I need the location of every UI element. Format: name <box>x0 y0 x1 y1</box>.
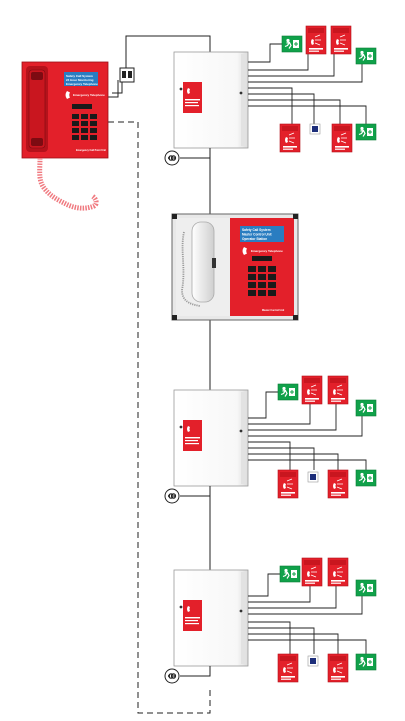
branch-wires <box>248 573 367 654</box>
exit-sign-icon <box>355 399 377 417</box>
exit-sign-icon <box>277 383 299 401</box>
emergency-phone-sign-icon <box>277 653 299 683</box>
controller-box <box>173 389 249 487</box>
exit-sign-icon <box>279 565 301 583</box>
controller-box <box>173 51 249 149</box>
emergency-phone-sign-icon <box>330 25 352 55</box>
emergency-phone-sign-icon <box>279 123 301 153</box>
exit-sign-icon <box>355 47 377 65</box>
svg-text:Safety Call System: Safety Call System <box>66 74 93 78</box>
emergency-phone-sign-icon <box>327 653 349 683</box>
exit-sign-icon <box>355 579 377 597</box>
console-display <box>240 226 284 242</box>
svg-text:Master Control Unit: Master Control Unit <box>242 233 273 237</box>
svg-text:Safety Call System: Safety Call System <box>242 228 271 232</box>
phone-keypad <box>72 114 97 140</box>
handset <box>191 221 215 303</box>
svg-text:Emergency Call Point Unit: Emergency Call Point Unit <box>76 149 106 152</box>
phone-display <box>64 72 98 86</box>
controller-group-1 <box>164 25 377 166</box>
backbone-dashed-line <box>108 121 211 714</box>
emergency-phone-sign-icon <box>301 375 323 405</box>
controller-group-3 <box>164 557 377 684</box>
wall-emergency-phone: Safety Call System 24 Hour Monitoring Em… <box>21 61 109 211</box>
power-plug-icon <box>164 150 180 166</box>
emergency-phone-sign-icon <box>331 123 353 153</box>
emergency-phone-sign-icon <box>327 469 349 499</box>
exit-sign-icon <box>281 35 303 53</box>
call-button-icon <box>307 655 319 667</box>
exit-sign-icon <box>355 469 377 487</box>
master-console-unit: Safety Call System Master Control Unit O… <box>171 213 299 321</box>
emergency-phone-sign-icon <box>277 469 299 499</box>
coiled-cord <box>37 157 99 211</box>
exit-sign-icon <box>355 653 377 671</box>
branch-wires <box>248 391 367 470</box>
controller-box <box>173 569 249 667</box>
svg-text:Operator Station: Operator Station <box>242 237 267 241</box>
emergency-phone-sign-icon <box>305 25 327 55</box>
svg-text:Emergency Telephone: Emergency Telephone <box>251 249 283 253</box>
controller-group-2 <box>164 375 377 504</box>
phone-sign-icon <box>65 91 70 99</box>
power-plug-icon <box>164 488 180 504</box>
call-button-icon <box>309 123 321 135</box>
emergency-phone-sign-icon <box>327 557 349 587</box>
branch-wires <box>248 43 367 124</box>
exit-sign-icon <box>355 123 377 141</box>
emergency-phone-sign-icon <box>301 557 323 587</box>
emergency-phone-sign-icon <box>327 375 349 405</box>
svg-text:Emergency Telephone: Emergency Telephone <box>66 82 98 86</box>
junction-box <box>119 67 135 83</box>
console-keypad <box>248 266 276 296</box>
svg-text:24 Hour Monitoring: 24 Hour Monitoring <box>66 78 94 82</box>
svg-text:Master Control Unit: Master Control Unit <box>262 309 284 312</box>
power-plug-icon <box>164 668 180 684</box>
call-button-icon <box>307 471 319 483</box>
svg-text:Emergency Telephone: Emergency Telephone <box>73 93 105 97</box>
